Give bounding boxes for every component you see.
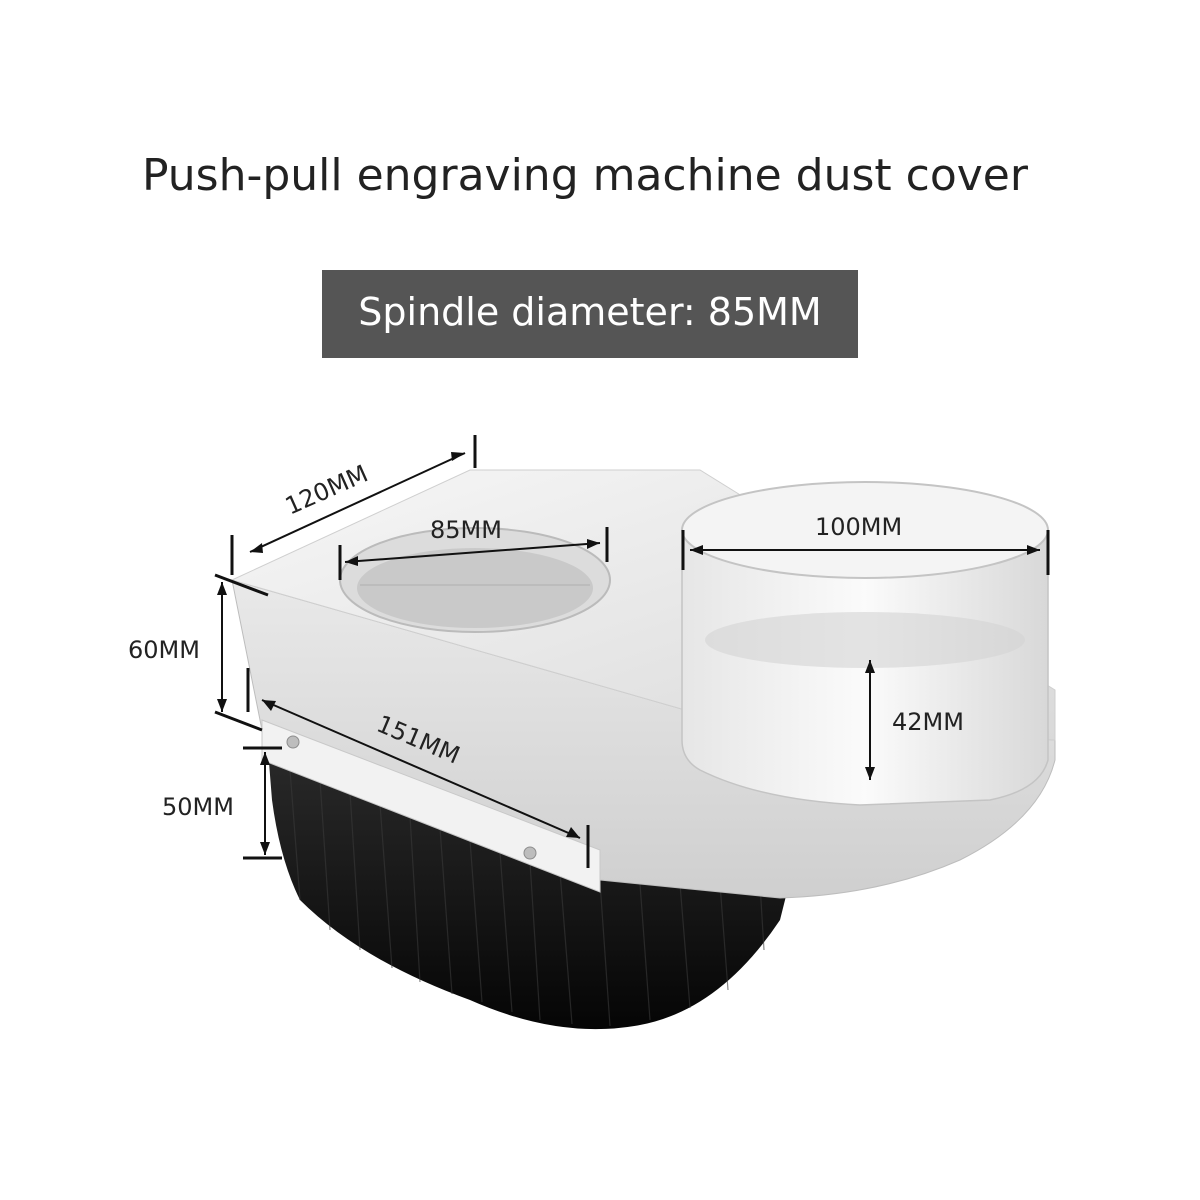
dimension-arrowheads <box>217 452 1040 855</box>
body-side <box>231 579 1056 899</box>
spindle-hole <box>339 527 611 633</box>
brush-skirt <box>268 750 790 1030</box>
dim-label-60: 60MM <box>128 636 200 664</box>
outlet-tube <box>681 481 1049 806</box>
dim-label-120: 120MM <box>281 459 372 520</box>
dim-label-42: 42MM <box>892 708 964 736</box>
dim-label-50: 50MM <box>162 793 234 821</box>
dim-label-85: 85MM <box>430 516 502 544</box>
dim-label-100: 100MM <box>815 513 902 541</box>
dimension-markings <box>214 435 1050 868</box>
spec-banner-text: Spindle diameter: 85MM <box>358 290 822 334</box>
page-title: Push-pull engraving machine dust cover <box>142 150 1028 201</box>
spec-banner: Spindle diameter: 85MM <box>322 270 858 358</box>
